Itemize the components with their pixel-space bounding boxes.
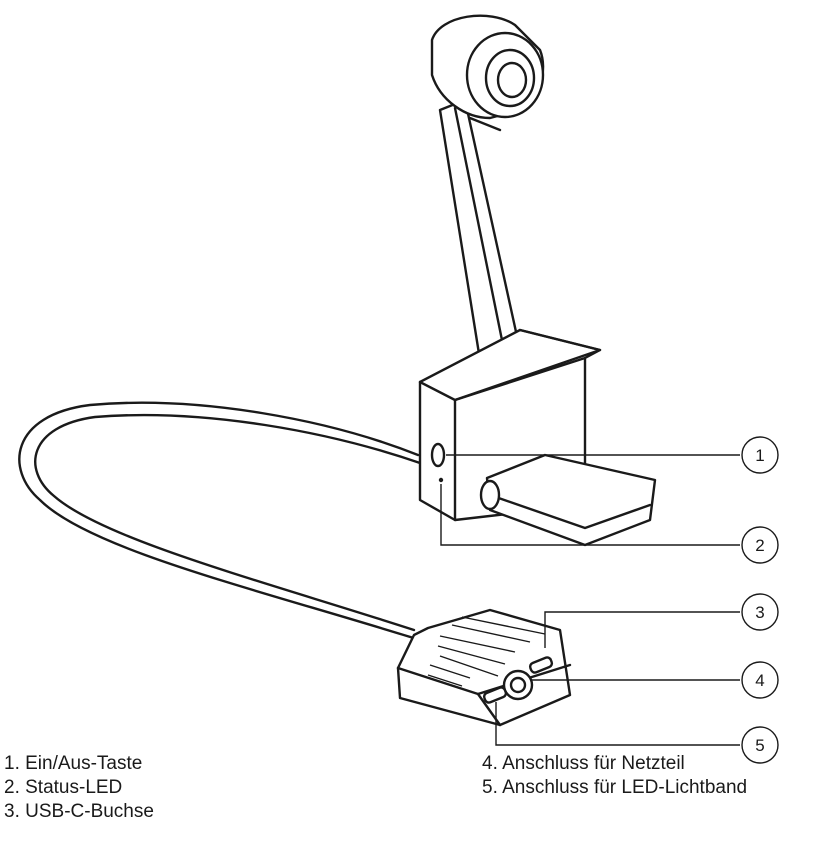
legend-item-1: 1. Ein/Aus-Taste bbox=[4, 753, 143, 774]
callout-1: 1 bbox=[741, 436, 779, 474]
leader-lines bbox=[440, 454, 740, 746]
camera-arm bbox=[438, 98, 522, 362]
power-button bbox=[430, 442, 446, 468]
callout-2: 2 bbox=[741, 526, 779, 564]
device-diagram: 1 2 3 4 5 bbox=[18, 14, 779, 764]
callout-5: 5 bbox=[741, 726, 779, 764]
callout-4: 4 bbox=[741, 661, 779, 699]
legend-item-5: 5. Anschluss für LED-Lichtband bbox=[482, 777, 748, 798]
legend-right: 4. Anschluss für Netzteil 5. Anschluss f… bbox=[482, 752, 747, 800]
camera-head bbox=[430, 14, 545, 120]
callout-1-num: 1 bbox=[755, 446, 764, 465]
cable bbox=[18, 401, 422, 642]
legend-left: 1. Ein/Aus-Taste 2. Status-LED 3. USB-C-… bbox=[4, 752, 154, 824]
connector-hub bbox=[396, 608, 572, 727]
callout-2-num: 2 bbox=[755, 536, 764, 555]
legend-item-2: 2. Status-LED bbox=[4, 777, 123, 798]
callout-3: 3 bbox=[741, 593, 779, 631]
legend-item-4: 4. Anschluss für Netzteil bbox=[482, 753, 685, 774]
callout-3-num: 3 bbox=[755, 603, 764, 622]
status-led bbox=[438, 477, 444, 483]
callout-4-num: 4 bbox=[755, 671, 764, 690]
callout-5-num: 5 bbox=[755, 736, 764, 755]
legend-item-3: 3. USB-C-Buchse bbox=[4, 801, 154, 822]
